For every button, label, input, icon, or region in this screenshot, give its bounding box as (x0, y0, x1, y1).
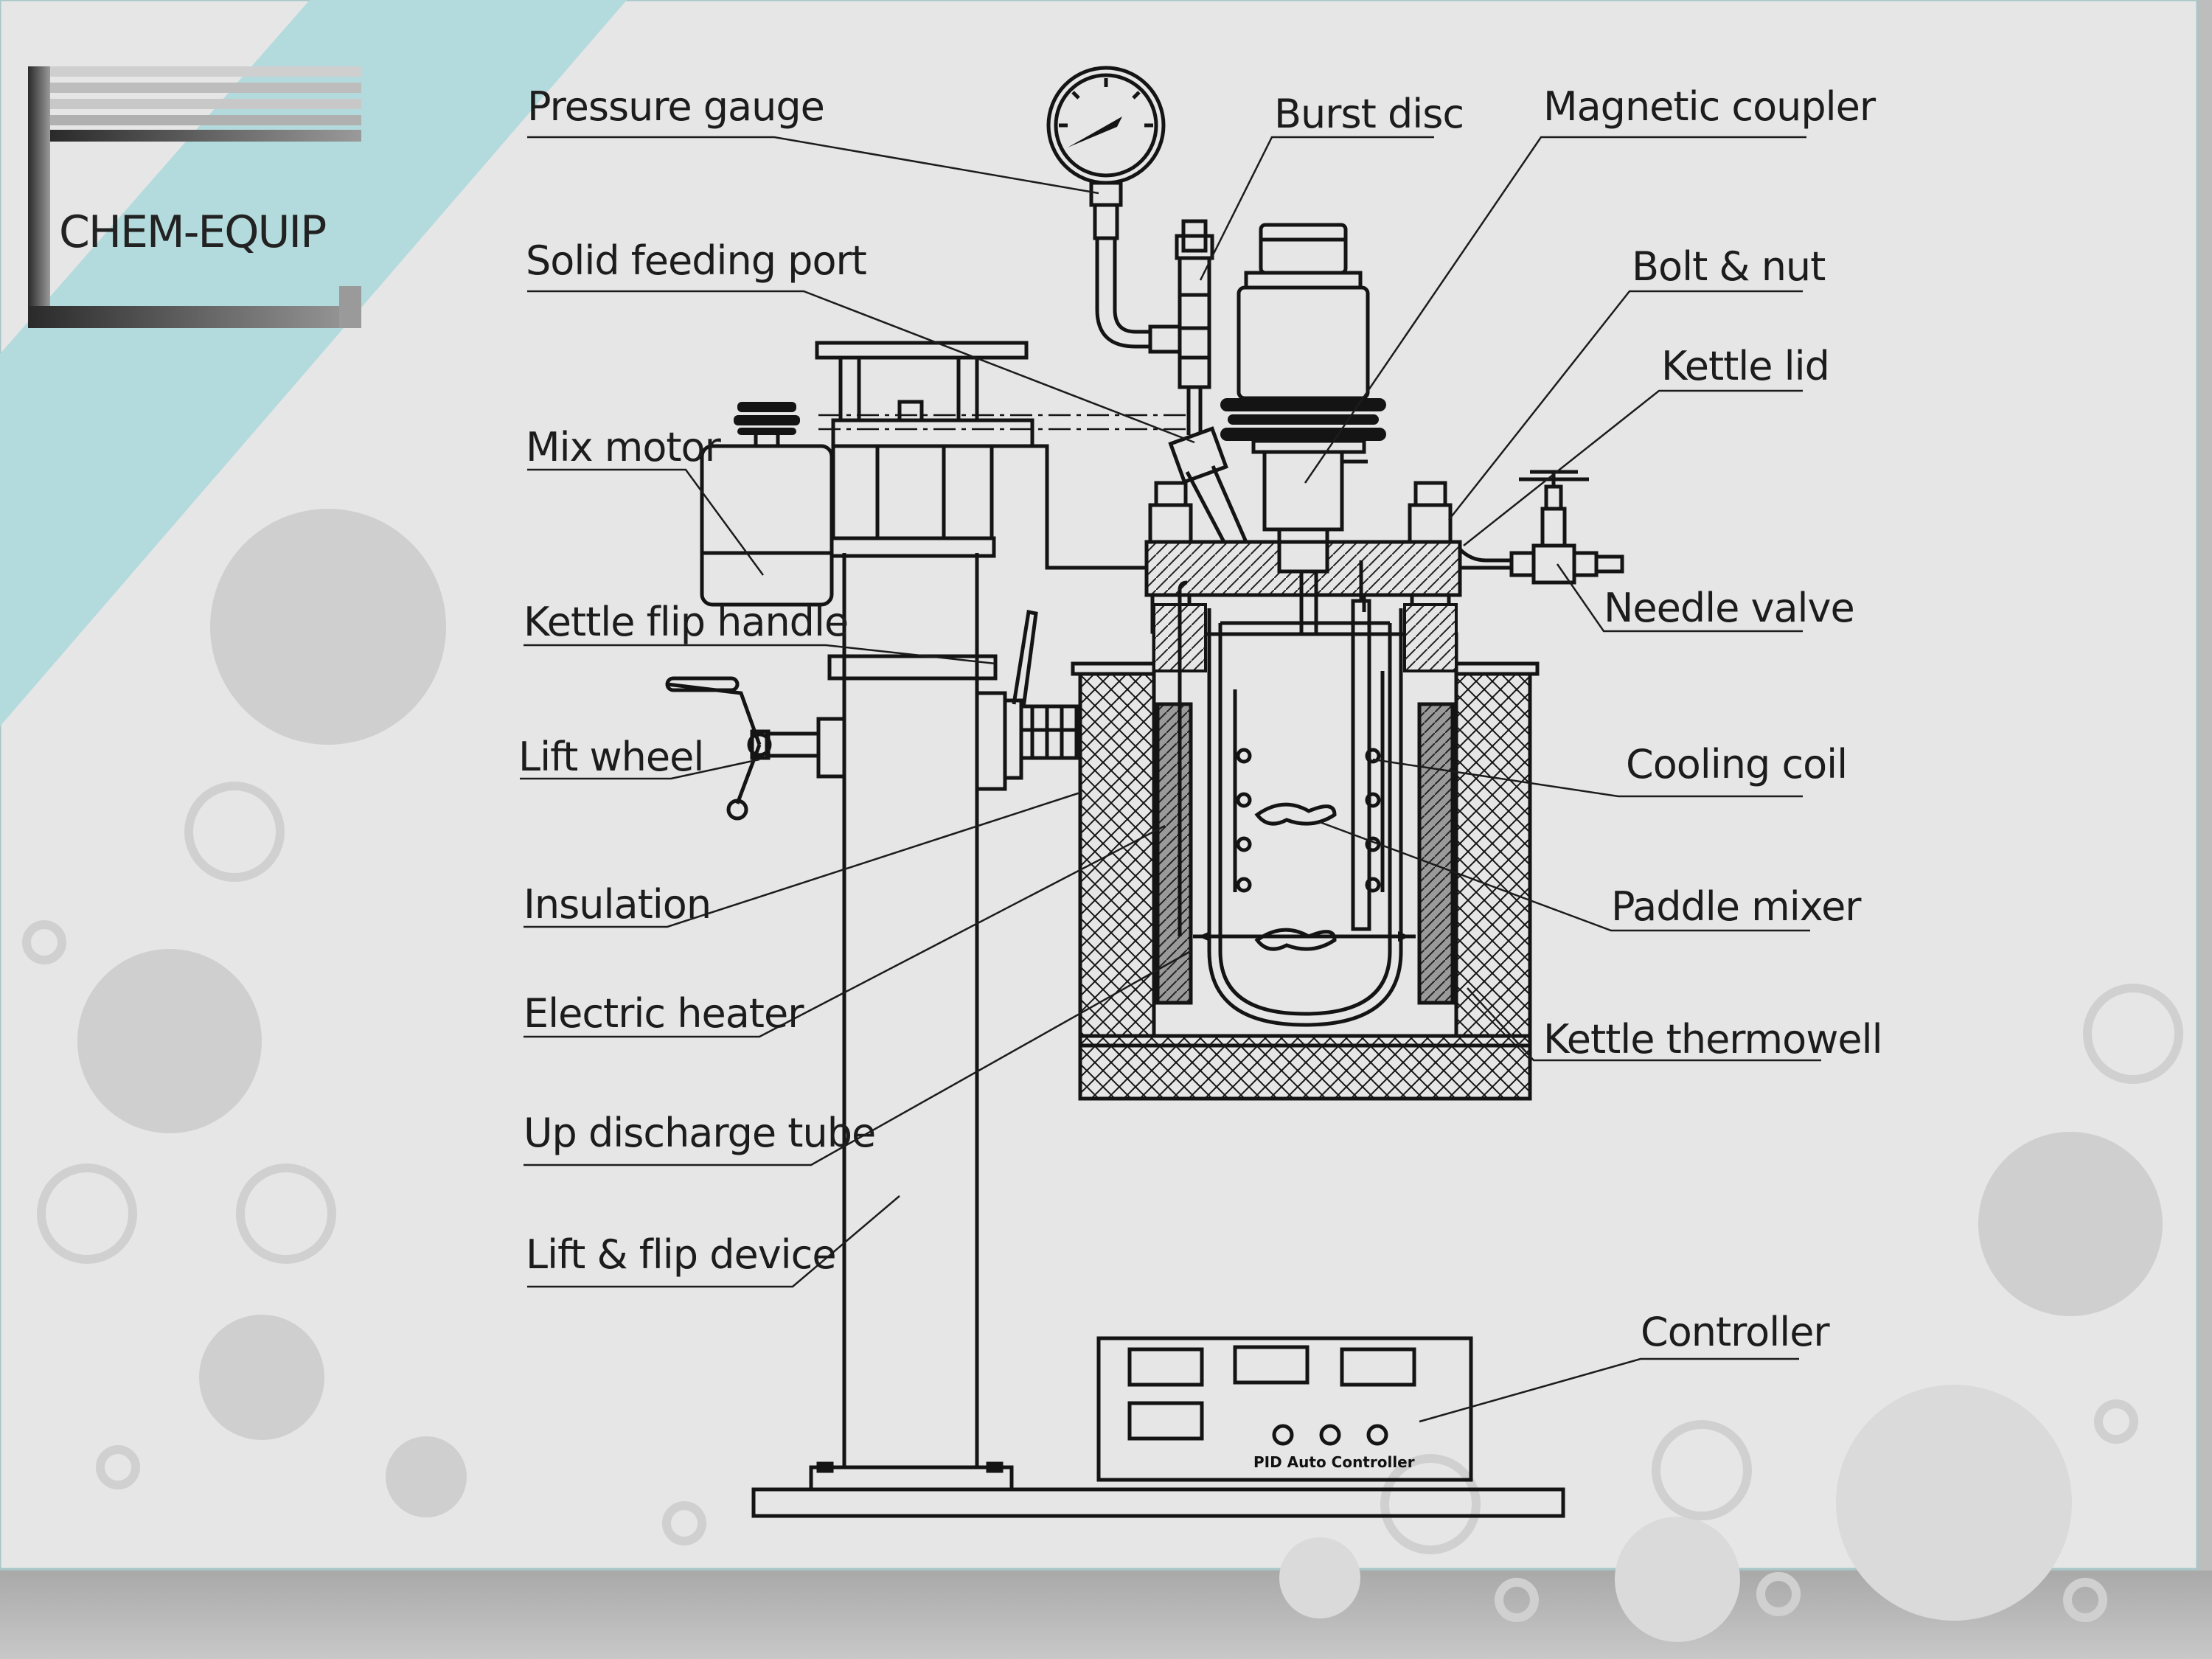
label-paddle-mixer: Paddle mixer (1611, 883, 1862, 930)
label-mix-motor: Mix motor (526, 424, 722, 470)
label-lift-flip-device: Lift & flip device (526, 1231, 836, 1278)
logo-text: CHEM-EQUIP (59, 206, 326, 258)
base-plate (751, 1487, 1565, 1518)
accent-band (0, 0, 627, 726)
label-solid-feeding-port: Solid feeding port (526, 237, 866, 284)
label-needle-valve: Needle valve (1604, 585, 1854, 631)
burst-disc (1175, 219, 1214, 435)
part-labels: Pressure gauge Burst disc Magnetic coupl… (518, 83, 1883, 1355)
label-up-discharge-tube: Up discharge tube (524, 1110, 875, 1156)
kettle-flip-handle (975, 610, 1079, 791)
controller-panel-text: PID Auto Controller (1253, 1453, 1415, 1471)
label-electric-heater: Electric heater (524, 990, 804, 1037)
label-kettle-flip-handle: Kettle flip handle (524, 599, 848, 645)
label-lift-wheel: Lift wheel (518, 734, 703, 780)
equipment-drawing: PID Auto Controller (665, 66, 1624, 1518)
mix-motor (700, 402, 834, 607)
label-kettle-lid: Kettle lid (1661, 343, 1829, 389)
up-discharge-tube (1178, 580, 1366, 936)
magnetic-coupler (1220, 223, 1386, 546)
controller-box: PID Auto Controller (1096, 1336, 1473, 1482)
decorative-rings (22, 782, 2183, 1622)
pressure-gauge (1046, 66, 1182, 354)
solid-feeding-port (1168, 426, 1248, 543)
company-logo: CHEM-EQUIP (28, 66, 361, 328)
electric-heater (1155, 702, 1455, 1005)
cooling-coil (1233, 671, 1385, 893)
label-burst-disc: Burst disc (1274, 91, 1464, 137)
floor-strip (0, 1571, 2212, 1659)
label-controller: Controller (1641, 1309, 1830, 1355)
label-insulation: Insulation (524, 881, 711, 928)
label-bolt-nut: Bolt & nut (1632, 243, 1825, 290)
label-cooling-coil: Cooling coil (1626, 741, 1847, 787)
kettle-vessel (1207, 608, 1403, 1027)
lift-wheel (665, 676, 846, 821)
decorative-bubbles (77, 509, 2163, 1642)
kettle-thermowell (1351, 560, 1371, 931)
paddle-mixer (1193, 802, 1416, 951)
leader-lines (520, 136, 1821, 1423)
label-pressure-gauge: Pressure gauge (527, 83, 824, 130)
needle-valve (1458, 470, 1624, 585)
label-kettle-thermowell: Kettle thermowell (1543, 1016, 1882, 1062)
label-magnetic-coupler: Magnetic coupler (1543, 83, 1877, 130)
